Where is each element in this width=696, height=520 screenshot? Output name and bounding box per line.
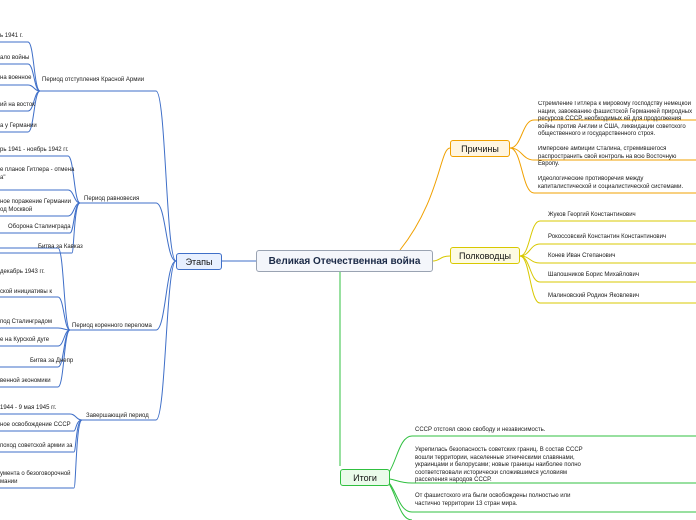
topic-commanders[interactable]: Полководцы (450, 247, 520, 264)
topic-causes[interactable]: Причины (450, 140, 510, 157)
cause-item[interactable]: Идеологические противоречия между капита… (538, 176, 684, 190)
cause-item[interactable]: Стремление Гитлера к мировому господству… (538, 101, 693, 137)
cause-item[interactable]: Имперские амбиции Сталина, стремившегося… (538, 146, 677, 167)
period-label[interactable]: Период равновесия (84, 196, 140, 202)
commander-item[interactable]: Шапошников Борис Михайлович (548, 272, 639, 278)
commander-item[interactable]: Конев Иван Степанович (548, 253, 616, 259)
list-item[interactable]: ало войны (0, 55, 30, 61)
list-item[interactable]: декабрь 1943 гг. (0, 269, 45, 275)
list-item[interactable]: венной экономики (0, 378, 51, 384)
commander-item[interactable]: Малиновский Родион Яковлевич (548, 293, 640, 299)
result-item[interactable]: Укрепилась безопасность советских границ… (415, 447, 583, 483)
root-node[interactable]: Великая Отечественная война (256, 250, 433, 272)
list-item[interactable]: е на Курской дуге (0, 337, 50, 343)
list-item[interactable]: умента о безоговорочной (0, 471, 71, 477)
list-item[interactable]: ь 1941 г. (0, 33, 23, 39)
list-item[interactable]: рь 1941 - ноябрь 1942 гг. (0, 147, 69, 153)
list-item[interactable]: е планов Гитлера - отмена (0, 167, 75, 173)
list-item[interactable]: Битва за Днепр (30, 358, 74, 364)
list-item[interactable]: а у Германии (0, 123, 37, 129)
list-item[interactable]: ное поражение Германии (0, 199, 71, 205)
list-item[interactable]: Битва за Кавказ (38, 244, 83, 250)
list-item[interactable]: ий на восток (0, 102, 35, 108)
list-item[interactable]: ное освобождение СССР (0, 422, 71, 428)
result-item[interactable]: От фашистского ига были освобождены полн… (415, 493, 571, 507)
list-item[interactable]: мании (0, 479, 18, 485)
period-label[interactable]: Период коренного перелома (72, 323, 152, 329)
list-item[interactable]: под Сталинградом (0, 319, 52, 325)
commander-item[interactable]: Рокоссовский Константин Константинович (548, 234, 667, 240)
list-item[interactable]: на военное (0, 75, 32, 81)
list-item[interactable]: Оборона Сталинграда (8, 224, 71, 230)
list-item[interactable]: 1944 - 9 мая 1945 гг. (0, 405, 57, 411)
period-label[interactable]: Завершающий период (86, 413, 149, 419)
list-item[interactable]: ской инициативы к (0, 289, 52, 295)
period-label[interactable]: Период отступления Красной Армии (42, 77, 145, 83)
result-item[interactable]: СССР отстоял свою свободу и независимост… (415, 427, 546, 433)
list-item[interactable]: од Москвой (0, 207, 33, 213)
topic-stages[interactable]: Этапы (176, 253, 222, 270)
list-item[interactable]: поход советской армии за (0, 443, 73, 449)
list-item[interactable]: а" (0, 175, 6, 181)
topic-results[interactable]: Итоги (340, 469, 390, 486)
commander-item[interactable]: Жуков Георгий Константинович (548, 212, 636, 218)
